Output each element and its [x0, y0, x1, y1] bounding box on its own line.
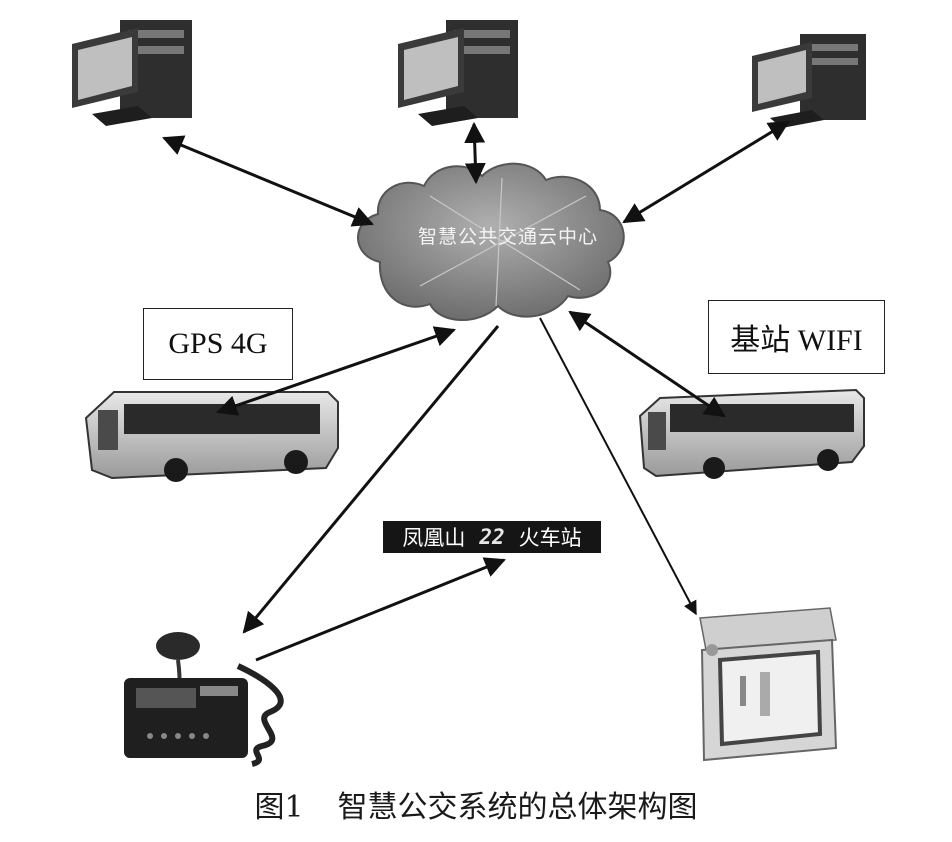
arrow-center-computer-cloud — [464, 121, 486, 185]
display-origin: 凤凰山 — [402, 526, 466, 550]
cloud-icon — [357, 162, 625, 321]
display-route-number: 22 — [479, 525, 505, 549]
bus-display-board: 凤凰山 22 火车站 — [383, 521, 601, 553]
arrow-cloud-terminal — [242, 325, 500, 634]
computer-icon — [398, 20, 518, 126]
bus-terminal-icon — [124, 632, 284, 767]
connection-arrows — [162, 120, 790, 662]
figure-caption: 图1 智慧公交系统的总体架构图 — [0, 782, 952, 826]
base-station-wifi-box: 基站 WIFI — [708, 300, 885, 374]
display-destination: 火车站 — [518, 526, 582, 550]
arrow-terminal-display — [255, 557, 506, 662]
bus-icon — [84, 391, 339, 482]
arrow-left-computer-cloud — [162, 135, 374, 227]
arrow-right-computer-cloud — [622, 120, 790, 224]
base-station-wifi-label: 基站 WIFI — [730, 324, 863, 357]
computer-icon — [72, 20, 192, 126]
arrow-cloud-left-bus — [216, 326, 456, 416]
figure-number: 图1 — [254, 790, 304, 825]
figure-title: 智慧公交系统的总体架构图 — [337, 790, 698, 825]
bus-icon — [638, 388, 865, 479]
arrow-cloud-tv — [539, 317, 697, 616]
computer-icon — [752, 34, 866, 128]
cloud-label: 智慧公共交通云中心 — [417, 226, 598, 248]
onboard-tv-icon — [699, 607, 838, 762]
gps-4g-box: GPS 4G — [143, 308, 293, 380]
arrow-cloud-right-bus — [568, 310, 726, 418]
gps-4g-label: GPS 4G — [168, 327, 268, 360]
